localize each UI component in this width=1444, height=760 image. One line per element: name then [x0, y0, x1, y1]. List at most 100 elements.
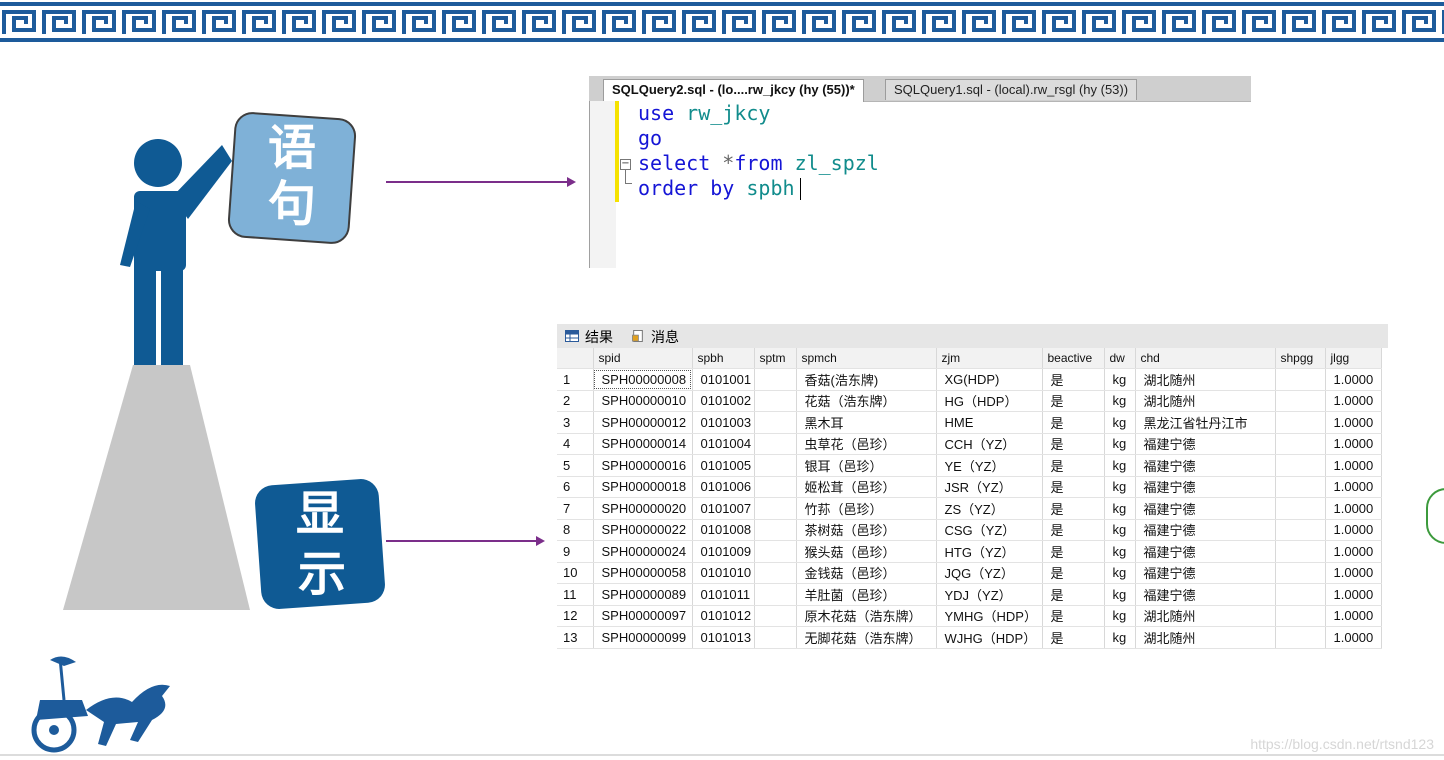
cell-sptm[interactable] — [754, 562, 797, 584]
row-number[interactable]: 5 — [557, 454, 594, 477]
cell-beactive[interactable]: 是 — [1042, 411, 1105, 434]
cell-spid[interactable]: SPH00000008 — [593, 368, 693, 391]
cell-sptm[interactable] — [754, 519, 797, 541]
column-header-zjm[interactable]: zjm — [936, 348, 1043, 369]
cell-beactive[interactable]: 是 — [1042, 562, 1105, 584]
cell-jlgg[interactable]: 1.0000 — [1325, 368, 1382, 391]
cell-chd[interactable]: 黑龙江省牡丹江市 — [1135, 411, 1276, 434]
cell-sptm[interactable] — [754, 626, 797, 649]
row-number[interactable]: 6 — [557, 476, 594, 498]
column-header-spid[interactable]: spid — [593, 348, 693, 369]
cell-spid[interactable]: SPH00000099 — [593, 626, 693, 649]
row-number[interactable]: 13 — [557, 626, 594, 649]
cell-dw[interactable]: kg — [1104, 476, 1136, 498]
row-number[interactable]: 11 — [557, 583, 594, 606]
cell-spmch[interactable]: 竹荪（邑珍） — [796, 497, 937, 520]
row-number[interactable]: 2 — [557, 390, 594, 412]
cell-chd[interactable]: 湖北随州 — [1135, 368, 1276, 391]
cell-beactive[interactable]: 是 — [1042, 433, 1105, 455]
cell-sptm[interactable] — [754, 497, 797, 520]
cell-spmch[interactable]: 茶树菇（邑珍） — [796, 519, 937, 541]
cell-spmch[interactable]: 原木花菇（浩东牌） — [796, 605, 937, 627]
cell-shpgg[interactable] — [1275, 540, 1326, 563]
column-header-sptm[interactable]: sptm — [754, 348, 797, 369]
row-number[interactable]: 4 — [557, 433, 594, 455]
cell-sptm[interactable] — [754, 540, 797, 563]
cell-spbh[interactable]: 0101013 — [692, 626, 755, 649]
cell-spbh[interactable]: 0101005 — [692, 454, 755, 477]
cell-zjm[interactable]: YE（YZ） — [936, 454, 1043, 477]
cell-dw[interactable]: kg — [1104, 626, 1136, 649]
cell-dw[interactable]: kg — [1104, 390, 1136, 412]
cell-spid[interactable]: SPH00000022 — [593, 519, 693, 541]
row-number[interactable]: 12 — [557, 605, 594, 627]
cell-zjm[interactable]: XG(HDP) — [936, 368, 1043, 391]
cell-spmch[interactable]: 黑木耳 — [796, 411, 937, 434]
cell-spmch[interactable]: 羊肚菌（邑珍） — [796, 583, 937, 606]
cell-spbh[interactable]: 0101002 — [692, 390, 755, 412]
row-number[interactable]: 9 — [557, 540, 594, 563]
cell-chd[interactable]: 湖北随州 — [1135, 626, 1276, 649]
cell-shpgg[interactable] — [1275, 562, 1326, 584]
cell-dw[interactable]: kg — [1104, 519, 1136, 541]
cell-spid[interactable]: SPH00000024 — [593, 540, 693, 563]
column-header-beactive[interactable]: beactive — [1042, 348, 1105, 369]
cell-jlgg[interactable]: 1.0000 — [1325, 519, 1382, 541]
cell-chd[interactable]: 福建宁德 — [1135, 562, 1276, 584]
cell-beactive[interactable]: 是 — [1042, 497, 1105, 520]
cell-dw[interactable]: kg — [1104, 454, 1136, 477]
cell-jlgg[interactable]: 1.0000 — [1325, 411, 1382, 434]
cell-spbh[interactable]: 0101007 — [692, 497, 755, 520]
cell-zjm[interactable]: WJHG（HDP） — [936, 626, 1043, 649]
cell-spid[interactable]: SPH00000058 — [593, 562, 693, 584]
row-number[interactable]: 7 — [557, 497, 594, 520]
cell-spmch[interactable]: 花菇（浩东牌） — [796, 390, 937, 412]
cell-beactive[interactable]: 是 — [1042, 540, 1105, 563]
cell-dw[interactable]: kg — [1104, 368, 1136, 391]
cell-shpgg[interactable] — [1275, 476, 1326, 498]
tab-sqlquery1[interactable]: SQLQuery1.sql - (local).rw_rsgl (hy (53)… — [885, 79, 1138, 100]
column-header-shpgg[interactable]: shpgg — [1275, 348, 1326, 369]
cell-zjm[interactable]: HTG（YZ） — [936, 540, 1043, 563]
cell-chd[interactable]: 福建宁德 — [1135, 540, 1276, 563]
cell-sptm[interactable] — [754, 476, 797, 498]
cell-chd[interactable]: 福建宁德 — [1135, 583, 1276, 606]
cell-spid[interactable]: SPH00000089 — [593, 583, 693, 606]
cell-jlgg[interactable]: 1.0000 — [1325, 605, 1382, 627]
cell-spbh[interactable]: 0101012 — [692, 605, 755, 627]
cell-dw[interactable]: kg — [1104, 605, 1136, 627]
cell-chd[interactable]: 湖北随州 — [1135, 390, 1276, 412]
cell-zjm[interactable]: HME — [936, 411, 1043, 434]
cell-beactive[interactable]: 是 — [1042, 605, 1105, 627]
cell-spbh[interactable]: 0101009 — [692, 540, 755, 563]
cell-chd[interactable]: 福建宁德 — [1135, 454, 1276, 477]
row-number[interactable]: 10 — [557, 562, 594, 584]
row-number[interactable]: 8 — [557, 519, 594, 541]
cell-spid[interactable]: SPH00000018 — [593, 476, 693, 498]
cell-chd[interactable]: 福建宁德 — [1135, 497, 1276, 520]
cell-beactive[interactable]: 是 — [1042, 626, 1105, 649]
cell-shpgg[interactable] — [1275, 583, 1326, 606]
cell-beactive[interactable]: 是 — [1042, 368, 1105, 391]
cell-beactive[interactable]: 是 — [1042, 476, 1105, 498]
cell-sptm[interactable] — [754, 411, 797, 434]
cell-shpgg[interactable] — [1275, 626, 1326, 649]
cell-zjm[interactable]: YMHG（HDP） — [936, 605, 1043, 627]
cell-spbh[interactable]: 0101006 — [692, 476, 755, 498]
cell-spid[interactable]: SPH00000097 — [593, 605, 693, 627]
cell-zjm[interactable]: HG（HDP） — [936, 390, 1043, 412]
tab-results[interactable]: 结果 — [561, 327, 613, 347]
cell-jlgg[interactable]: 1.0000 — [1325, 583, 1382, 606]
cell-shpgg[interactable] — [1275, 368, 1326, 391]
cell-dw[interactable]: kg — [1104, 562, 1136, 584]
column-header-jlgg[interactable]: jlgg — [1325, 348, 1382, 369]
row-number-header[interactable] — [557, 348, 594, 369]
sql-code[interactable]: use rw_jkcy go select *from zl_spzl orde… — [638, 101, 879, 201]
